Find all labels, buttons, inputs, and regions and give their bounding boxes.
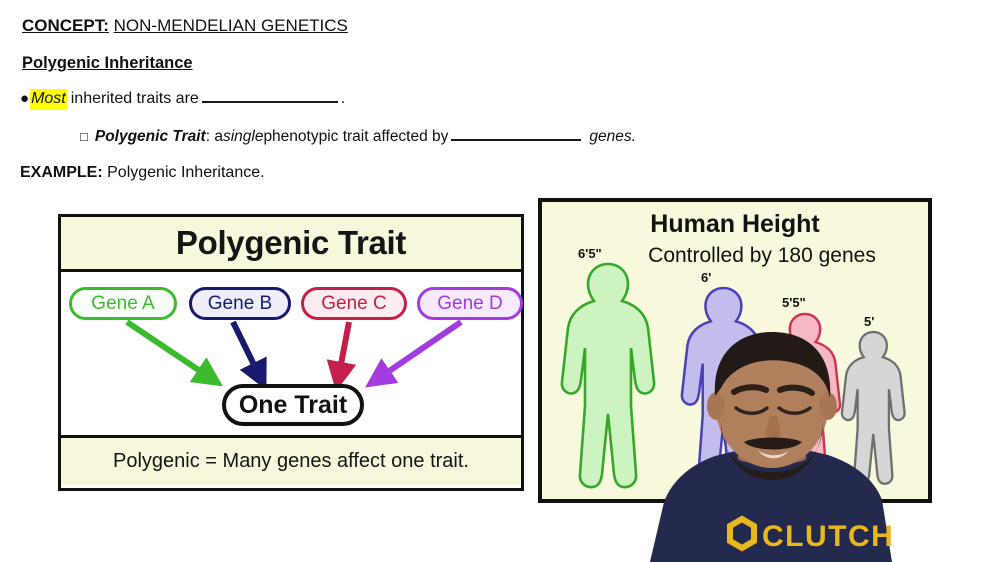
bullet-dot-icon: ●	[20, 90, 30, 107]
bullet1-text: inherited traits are	[70, 90, 199, 107]
shirt-brand-text: CLUTCH	[762, 520, 894, 553]
emphasis-single: single	[222, 128, 264, 145]
highlighted-word-most: Most	[30, 89, 67, 110]
concept-value: NON-MENDELIAN GENETICS	[113, 16, 348, 35]
bullet2-text-end: genes.	[589, 128, 636, 145]
gene-node-d[interactable]: Gene D	[417, 287, 523, 320]
presenter-mouth	[758, 450, 789, 459]
presenter-eye-left	[734, 406, 769, 415]
human-height-title: Human Height	[650, 210, 820, 238]
human-height-subtitle: Controlled by 180 genes	[648, 244, 876, 267]
arrow-gene-d	[365, 319, 463, 388]
presenter-hair	[714, 332, 831, 398]
example-text: Polygenic Inheritance.	[107, 164, 265, 181]
polygenic-diagram-title: Polygenic Trait	[175, 224, 407, 261]
polygenic-diagram-footer: Polygenic = Many genes affect one trait.	[61, 435, 521, 485]
gene-arrows-group	[125, 319, 463, 392]
example-label: EXAMPLE:	[20, 164, 103, 181]
fill-in-blank-2[interactable]	[451, 128, 582, 141]
presenter-head	[715, 336, 829, 468]
gene-node-a[interactable]: Gene A	[69, 287, 177, 320]
example-line: EXAMPLE: Polygenic Inheritance.	[20, 164, 265, 182]
height-label-2: 6'	[701, 270, 712, 285]
polygenic-diagram-header: Polygenic Trait	[61, 217, 521, 272]
presenter-nose	[765, 416, 781, 438]
fill-in-blank-1[interactable]	[201, 90, 338, 103]
height-label-1: 6'5"	[578, 246, 602, 261]
presenter-ear-right	[819, 392, 837, 420]
human-figure-4	[840, 330, 906, 485]
arrow-gene-c	[326, 321, 357, 392]
height-label-3: 5'5"	[782, 295, 806, 310]
bullet2-colon: : a	[205, 128, 223, 145]
concept-label: CONCEPT:	[22, 16, 109, 35]
gene-node-c[interactable]: Gene C	[301, 287, 407, 320]
bullet1-period: .	[340, 90, 346, 107]
presenter-eyebrow-left	[731, 384, 769, 395]
clutch-logo-icon	[727, 515, 757, 552]
polygenic-trait-diagram: Polygenic Trait	[58, 214, 524, 491]
arrow-gene-a	[125, 319, 223, 387]
presenter-eyebrow-right	[777, 384, 815, 396]
bullet-most-traits: ● Most inherited traits are .	[20, 89, 345, 110]
presenter-shirt	[650, 442, 892, 562]
polygenic-diagram-caption: Polygenic = Many genes affect one trait.	[113, 450, 469, 472]
term-polygenic-trait: Polygenic Trait	[94, 128, 206, 145]
polygenic-diagram-body: Gene A Gene B Gene C Gene D One Trait	[61, 272, 523, 435]
presenter-ear-left	[707, 392, 725, 420]
presenter-eye-right	[777, 406, 812, 415]
one-trait-node[interactable]: One Trait	[222, 384, 364, 426]
presenter-video-overlay: CLUTCH	[650, 332, 894, 562]
presenter-moustache	[744, 437, 802, 450]
bullet2-text-mid: phenotypic trait affected by	[263, 128, 449, 145]
square-bullet-icon: □	[80, 129, 88, 144]
bullet-polygenic-trait-definition: □ Polygenic Trait : a single phenotypic …	[80, 128, 636, 146]
arrow-gene-b	[230, 320, 267, 391]
concept-heading: CONCEPT: NON-MENDELIAN GENETICS	[22, 16, 348, 36]
section-subheading: Polygenic Inheritance	[22, 54, 193, 72]
human-figure-1	[560, 262, 656, 489]
height-label-4: 5'	[864, 314, 875, 329]
gene-node-b[interactable]: Gene B	[189, 287, 291, 320]
